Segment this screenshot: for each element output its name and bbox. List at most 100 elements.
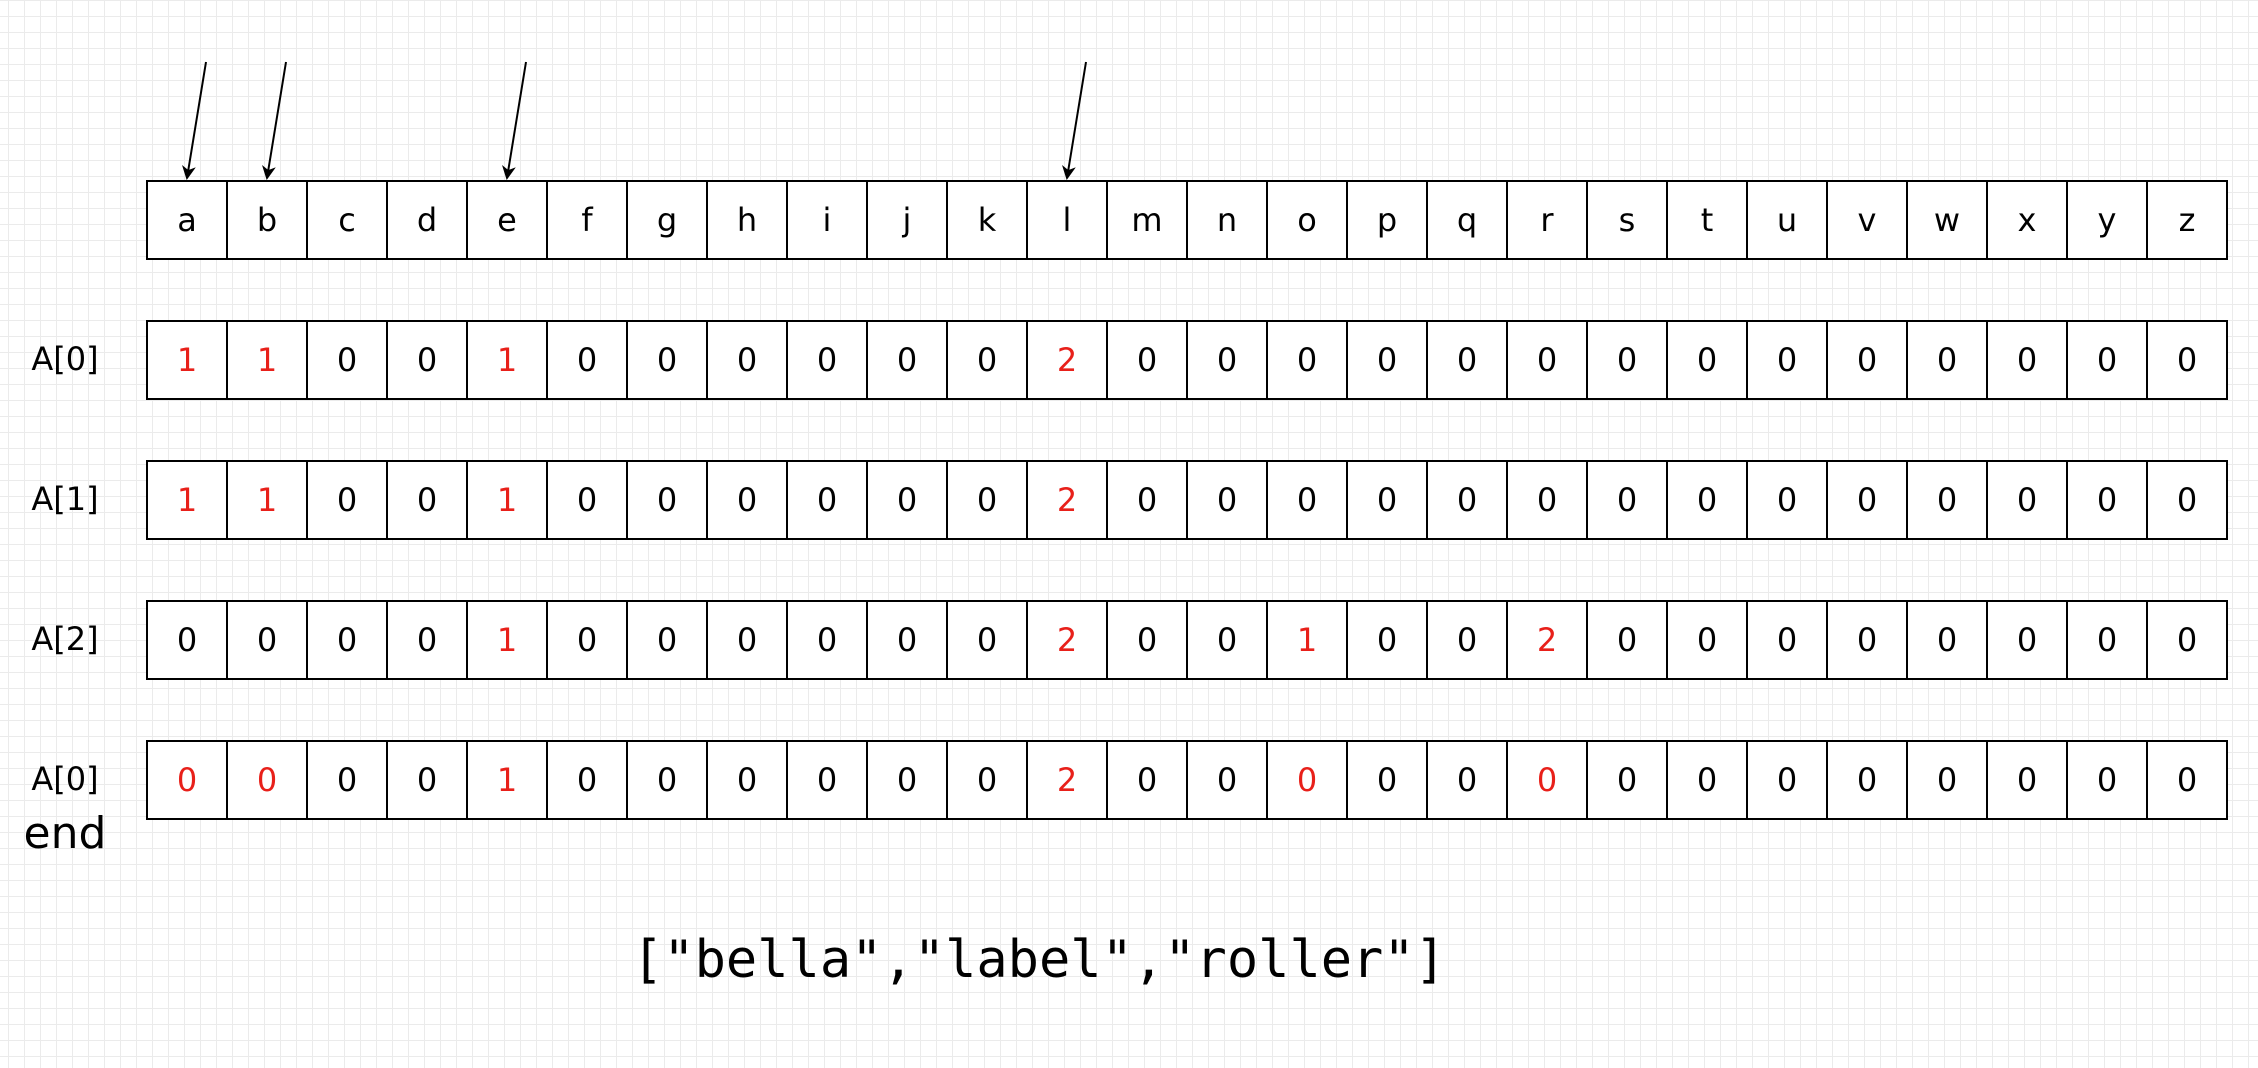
- count-cell-u: 0: [1748, 322, 1828, 398]
- count-cell-o: 1: [1268, 602, 1348, 678]
- count-cell-y: 0: [2068, 462, 2148, 538]
- count-cell-b: 0: [228, 742, 308, 818]
- count-cell-z: 0: [2148, 602, 2228, 678]
- count-cell-l: 2: [1028, 322, 1108, 398]
- letter-cell-b: b: [228, 182, 308, 258]
- count-cell-t: 0: [1668, 322, 1748, 398]
- count-cell-v: 0: [1828, 742, 1908, 818]
- count-cell-h: 0: [708, 462, 788, 538]
- count-cell-r: 2: [1508, 602, 1588, 678]
- count-cell-d: 0: [388, 462, 468, 538]
- letter-cell-h: h: [708, 182, 788, 258]
- count-cell-e: 1: [468, 462, 548, 538]
- count-cell-y: 0: [2068, 602, 2148, 678]
- count-cell-d: 0: [388, 602, 468, 678]
- letter-cell-o: o: [1268, 182, 1348, 258]
- pointer-arrow-l: [1062, 61, 1087, 180]
- count-cell-d: 0: [388, 742, 468, 818]
- count-cell-p: 0: [1348, 742, 1428, 818]
- letter-cell-s: s: [1588, 182, 1668, 258]
- count-cell-l: 2: [1028, 602, 1108, 678]
- count-cell-j: 0: [868, 462, 948, 538]
- count-cell-w: 0: [1908, 602, 1988, 678]
- count-cell-n: 0: [1188, 602, 1268, 678]
- count-cell-h: 0: [708, 602, 788, 678]
- count-cell-q: 0: [1428, 742, 1508, 818]
- letter-cell-w: w: [1908, 182, 1988, 258]
- count-cell-e: 1: [468, 742, 548, 818]
- count-cell-w: 0: [1908, 322, 1988, 398]
- count-cell-y: 0: [2068, 322, 2148, 398]
- row-label: A[2]: [31, 620, 99, 658]
- letter-cell-p: p: [1348, 182, 1428, 258]
- letter-cell-n: n: [1188, 182, 1268, 258]
- count-cell-o: 0: [1268, 742, 1348, 818]
- count-cell-t: 0: [1668, 602, 1748, 678]
- count-cell-a: 0: [148, 742, 228, 818]
- count-cell-v: 0: [1828, 602, 1908, 678]
- count-cell-f: 0: [548, 322, 628, 398]
- count-cell-n: 0: [1188, 742, 1268, 818]
- count-cell-m: 0: [1108, 462, 1188, 538]
- count-cell-g: 0: [628, 602, 708, 678]
- count-cell-q: 0: [1428, 602, 1508, 678]
- row-label: A[0]: [31, 760, 99, 798]
- count-cell-k: 0: [948, 322, 1028, 398]
- letter-cell-q: q: [1428, 182, 1508, 258]
- count-cell-m: 0: [1108, 322, 1188, 398]
- count-cell-v: 0: [1828, 462, 1908, 538]
- pointer-arrow-e: [502, 61, 527, 180]
- letter-cell-f: f: [548, 182, 628, 258]
- count-cell-s: 0: [1588, 602, 1668, 678]
- count-cell-u: 0: [1748, 462, 1828, 538]
- count-cell-l: 2: [1028, 462, 1108, 538]
- letter-cell-l: l: [1028, 182, 1108, 258]
- count-cell-r: 0: [1508, 322, 1588, 398]
- count-cell-i: 0: [788, 742, 868, 818]
- letter-cell-v: v: [1828, 182, 1908, 258]
- letter-cell-y: y: [2068, 182, 2148, 258]
- letter-cell-u: u: [1748, 182, 1828, 258]
- pointer-arrow-a: [182, 61, 207, 180]
- count-cell-n: 0: [1188, 322, 1268, 398]
- count-cell-q: 0: [1428, 322, 1508, 398]
- count-cell-s: 0: [1588, 742, 1668, 818]
- count-cell-c: 0: [308, 462, 388, 538]
- count-cell-c: 0: [308, 742, 388, 818]
- count-cell-m: 0: [1108, 602, 1188, 678]
- letter-cell-c: c: [308, 182, 388, 258]
- count-cell-g: 0: [628, 462, 708, 538]
- count-cell-a: 0: [148, 602, 228, 678]
- count-cell-b: 0: [228, 602, 308, 678]
- count-cell-x: 0: [1988, 742, 2068, 818]
- letter-cell-i: i: [788, 182, 868, 258]
- count-cell-l: 2: [1028, 742, 1108, 818]
- count-cell-t: 0: [1668, 462, 1748, 538]
- letter-cell-r: r: [1508, 182, 1588, 258]
- count-cell-b: 1: [228, 462, 308, 538]
- count-cell-w: 0: [1908, 462, 1988, 538]
- count-cell-a: 1: [148, 322, 228, 398]
- row-label: A[1]: [31, 480, 99, 518]
- count-cell-d: 0: [388, 322, 468, 398]
- count-cell-f: 0: [548, 602, 628, 678]
- row-label: A[0]: [31, 340, 99, 378]
- letter-cell-z: z: [2148, 182, 2228, 258]
- letter-cell-j: j: [868, 182, 948, 258]
- count-cell-r: 0: [1508, 462, 1588, 538]
- letter-cell-m: m: [1108, 182, 1188, 258]
- count-cell-a: 1: [148, 462, 228, 538]
- count-cell-u: 0: [1748, 602, 1828, 678]
- count-cell-h: 0: [708, 742, 788, 818]
- count-cell-k: 0: [948, 462, 1028, 538]
- count-cell-o: 0: [1268, 462, 1348, 538]
- count-cell-j: 0: [868, 322, 948, 398]
- count-cell-s: 0: [1588, 322, 1668, 398]
- count-cell-q: 0: [1428, 462, 1508, 538]
- letter-cell-a: a: [148, 182, 228, 258]
- count-cell-s: 0: [1588, 462, 1668, 538]
- count-cell-o: 0: [1268, 322, 1348, 398]
